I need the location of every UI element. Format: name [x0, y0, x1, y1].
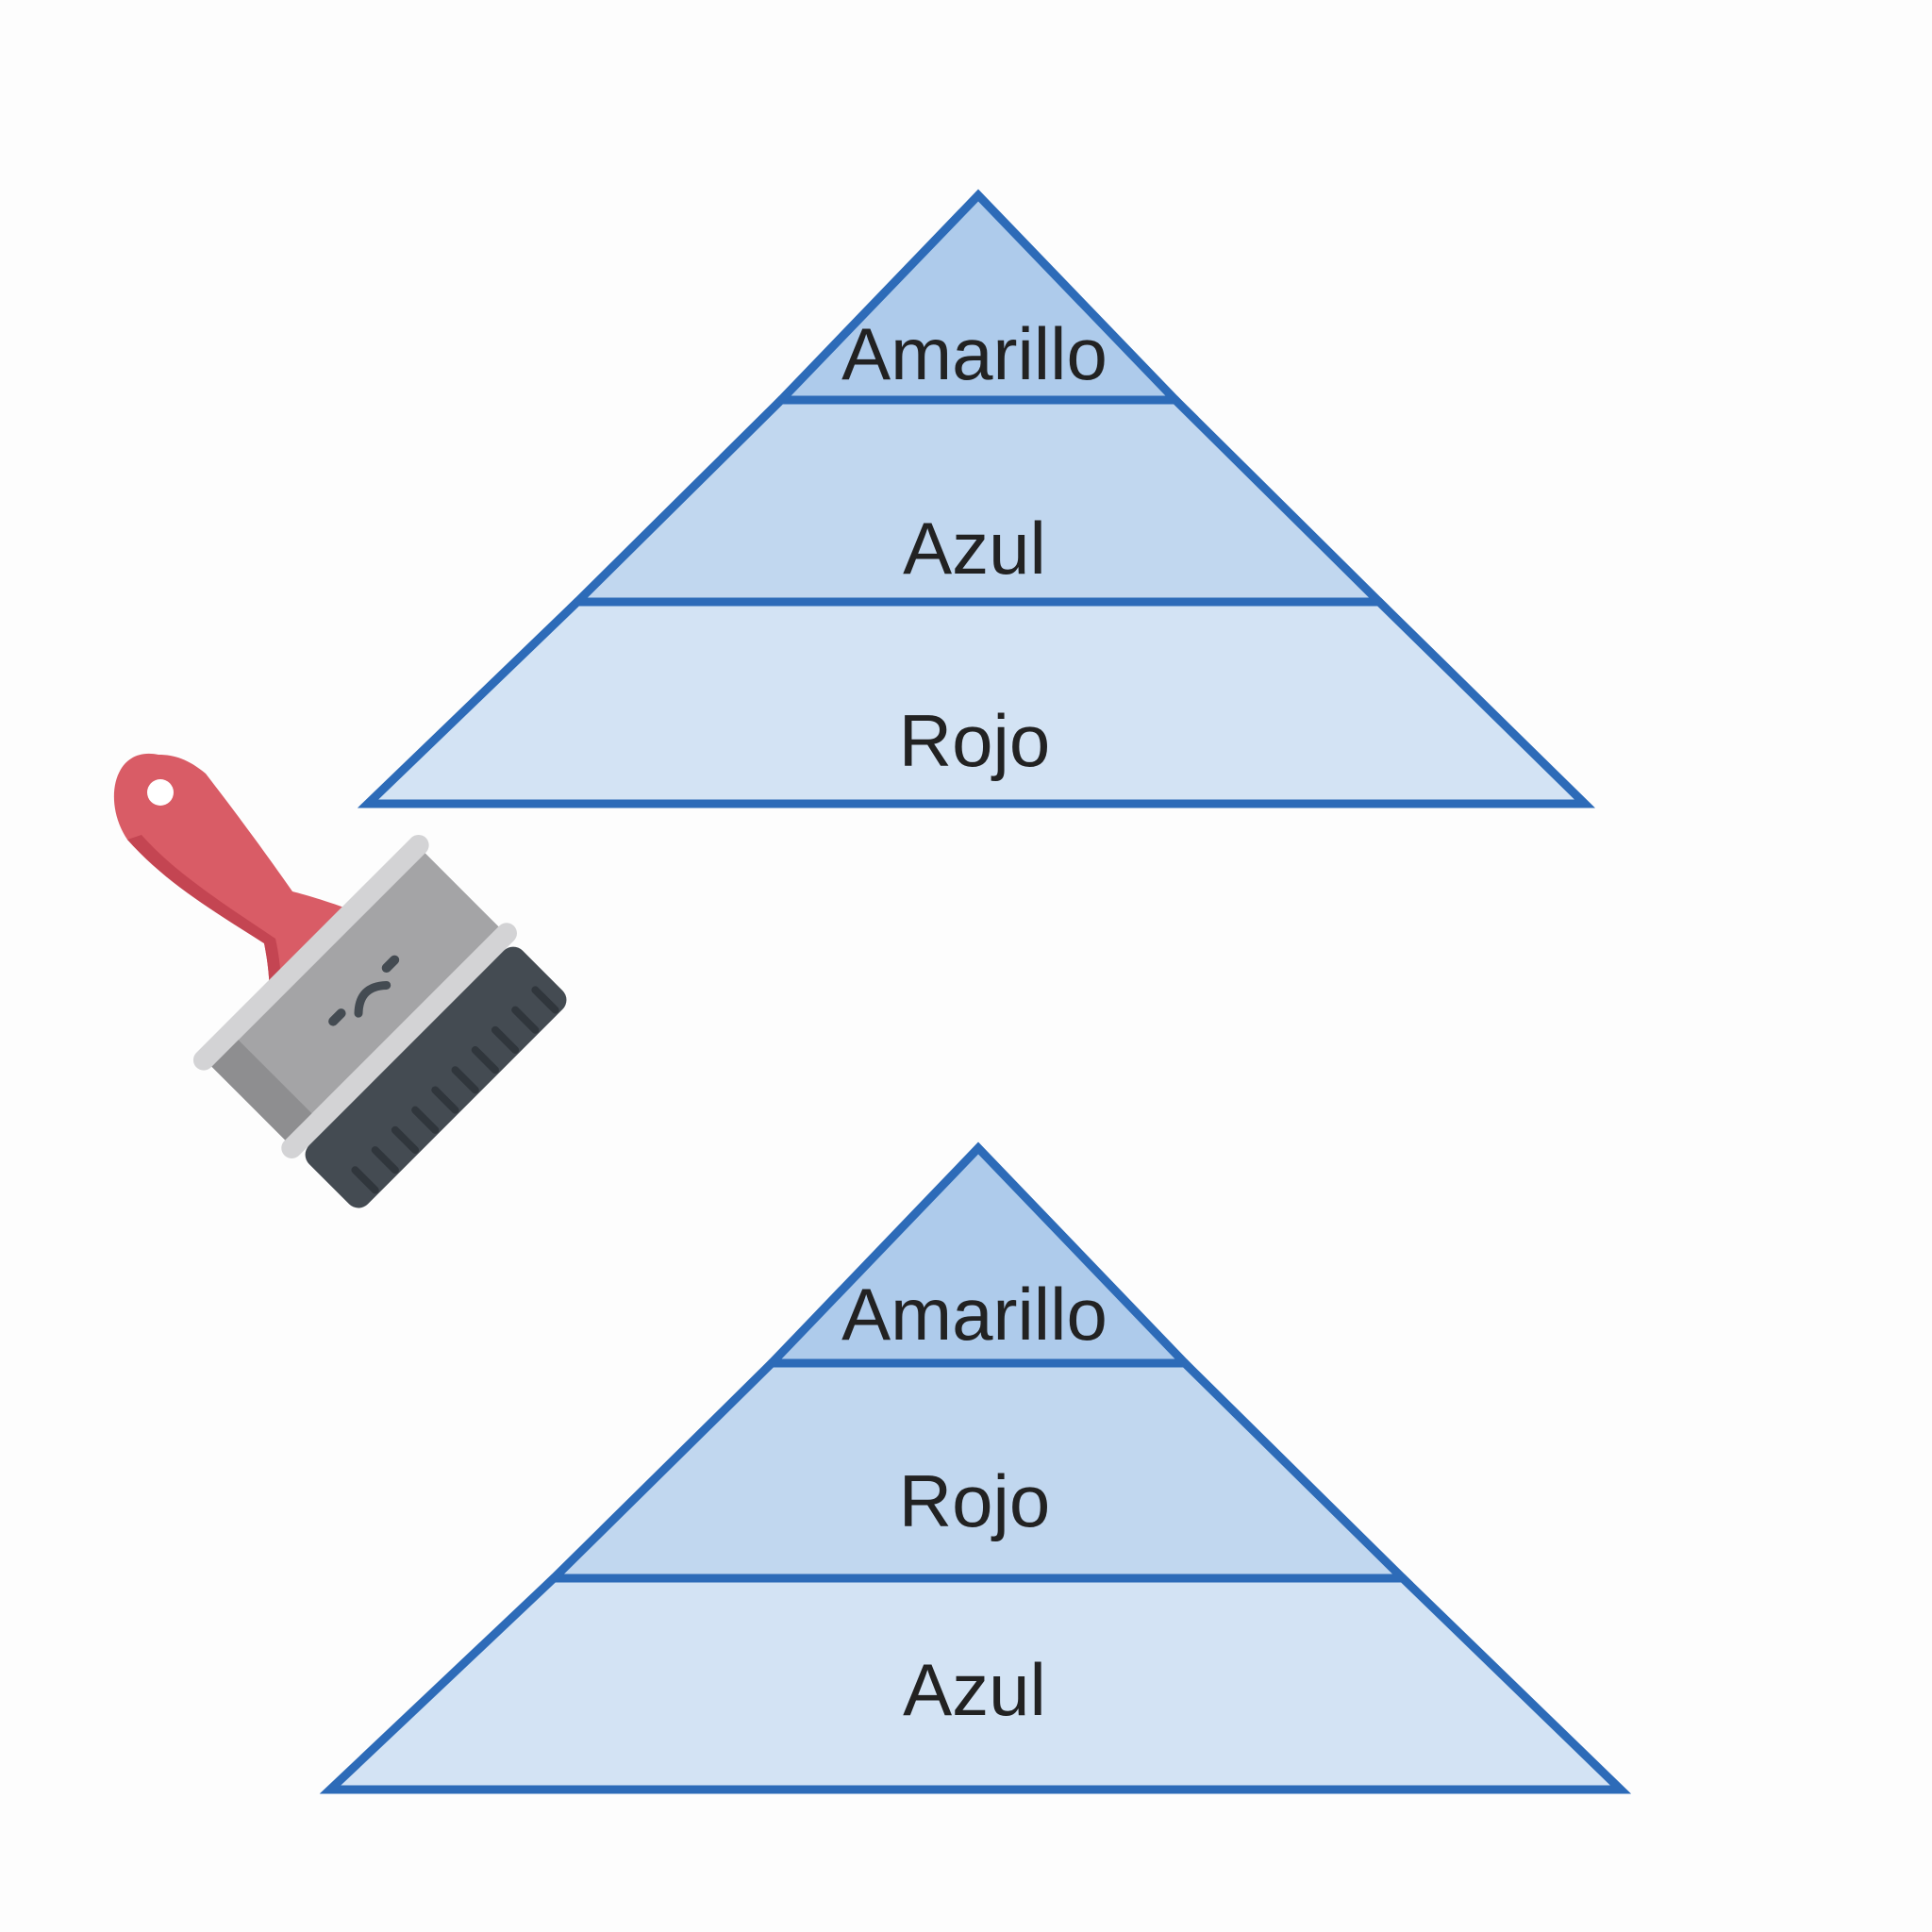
pyramid-top-tier-2-label: Azul: [903, 507, 1046, 590]
pyramid-bottom-tier-3: [319, 1574, 1632, 1794]
paintbrush-icon: [113, 753, 567, 1208]
pyramid-bottom-tier-3-label: Azul: [903, 1648, 1046, 1731]
pyramid-bottom-tier-1-label: Amarillo: [841, 1273, 1108, 1356]
pyramid-top-tier-3: [357, 597, 1596, 808]
pyramid-top-tier-1-label: Amarillo: [841, 312, 1108, 395]
pyramid-bottom-tier-2-label: Rojo: [899, 1459, 1050, 1542]
pyramid-top-tier-3-label: Rojo: [899, 699, 1050, 782]
pyramid-top: Amarillo Azul Rojo: [357, 189, 1596, 808]
pyramid-bottom: Amarillo Rojo Azul: [319, 1141, 1632, 1794]
